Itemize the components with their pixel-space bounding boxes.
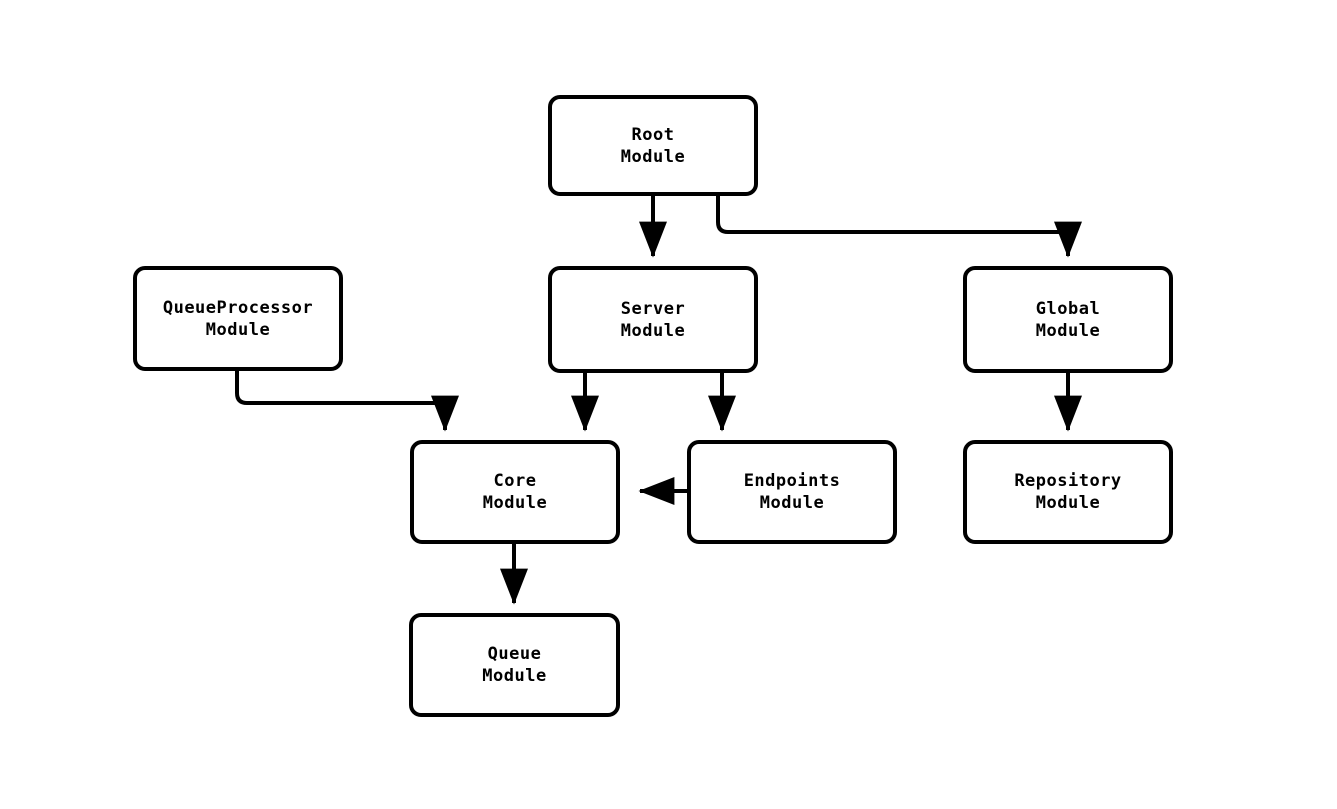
- node-queue-name: Queue: [487, 644, 542, 664]
- node-queueprocessor-name: QueueProcessor: [162, 297, 314, 318]
- node-core-suffix: Module: [482, 493, 548, 513]
- node-global-name: Global: [1035, 298, 1101, 319]
- edge-root-to-global: [716, 196, 1082, 258]
- node-root-name: Root: [631, 124, 675, 145]
- node-repository-name: Repository: [1014, 471, 1122, 491]
- node-server-suffix: Module: [620, 320, 686, 341]
- node-global-suffix: Module: [1035, 320, 1101, 341]
- node-repository-suffix: Module: [1035, 493, 1101, 513]
- node-core-name: Core: [493, 471, 537, 491]
- edge-queueprocessor-to-core: [235, 371, 459, 432]
- node-queueprocessor-suffix: Module: [205, 319, 271, 340]
- node-root-suffix: Module: [620, 146, 686, 167]
- node-endpoints-name: Endpoints: [743, 471, 841, 491]
- node-endpoints-suffix: Module: [759, 493, 825, 513]
- node-queue-suffix: Module: [482, 666, 547, 686]
- node-server-name: Server: [620, 298, 686, 319]
